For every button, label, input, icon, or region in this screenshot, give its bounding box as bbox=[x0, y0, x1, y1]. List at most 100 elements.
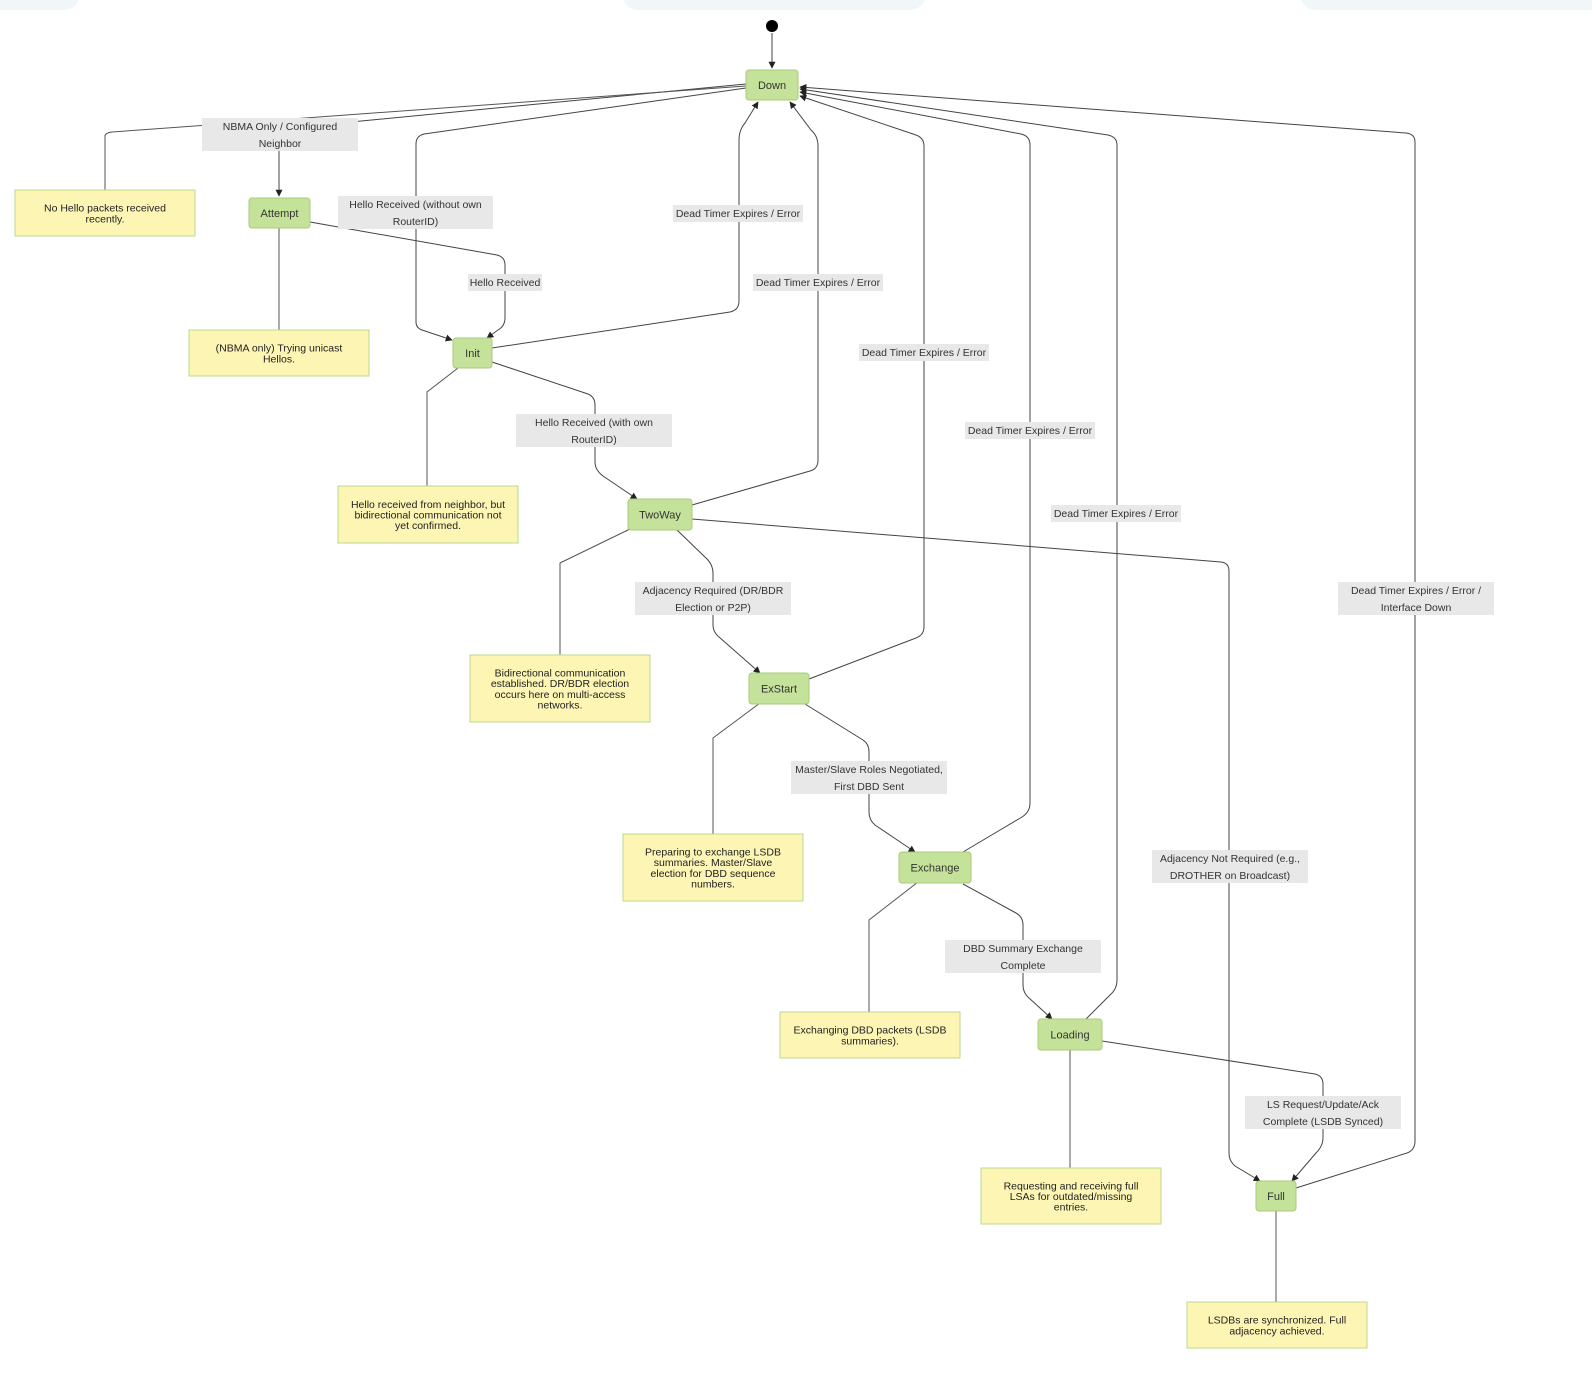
transition-label-text: DBD Summary Exchange bbox=[963, 943, 1083, 955]
transition-label-text: Complete bbox=[1001, 960, 1046, 972]
transition-label-exchange-to-down: Dead Timer Expires / Error bbox=[965, 422, 1095, 439]
state-label: Init bbox=[465, 348, 480, 360]
transition-label-twoway-to-down: Dead Timer Expires / Error bbox=[753, 274, 883, 291]
transition-label-attempt-to-init: Hello Received bbox=[468, 274, 542, 291]
transition-label-text: Complete (LSDB Synced) bbox=[1263, 1116, 1383, 1128]
transition-label-text: Neighbor bbox=[259, 138, 302, 150]
transition-exchange-to-down bbox=[799, 89, 1031, 853]
transition-label-text: DROTHER on Broadcast) bbox=[1170, 870, 1290, 882]
transition-label-box bbox=[673, 205, 803, 222]
transition-label-text: Election or P2P) bbox=[675, 602, 751, 614]
transition-label-box bbox=[1051, 505, 1181, 522]
state-twoway[interactable]: TwoWay bbox=[627, 498, 693, 531]
note-text: Hello received from neighbor, but bbox=[351, 499, 505, 511]
transition-label-text: NBMA Only / Configured bbox=[223, 121, 338, 133]
state-label: Exchange bbox=[911, 862, 960, 874]
state-full[interactable]: Full bbox=[1255, 1180, 1297, 1212]
transition-label-box bbox=[945, 940, 1101, 973]
transition-label-text: Hello Received bbox=[470, 277, 541, 289]
transition-label-init-to-down: Dead Timer Expires / Error bbox=[673, 205, 803, 222]
note-text: Exchanging DBD packets (LSDB bbox=[794, 1025, 947, 1037]
note-box bbox=[779, 1011, 961, 1059]
note-box bbox=[14, 189, 196, 237]
note-box bbox=[469, 654, 651, 723]
note-text: LSDBs are synchronized. Full bbox=[1208, 1315, 1346, 1327]
note-text: recently. bbox=[86, 213, 125, 225]
initial-state-dot bbox=[766, 20, 778, 32]
note-text: bidirectional communication not bbox=[354, 510, 501, 522]
note-text: No Hello packets received bbox=[44, 203, 166, 215]
note-text: networks. bbox=[538, 700, 583, 712]
transition-full-to-down bbox=[799, 83, 1416, 1189]
note-text: summaries). bbox=[841, 1035, 899, 1047]
note-text: summaries. Master/Slave bbox=[654, 857, 773, 869]
note-text: Requesting and receiving full bbox=[1004, 1180, 1139, 1192]
note-text: numbers. bbox=[691, 879, 735, 891]
transition-label-box bbox=[516, 414, 672, 447]
transition-label-text: Hello Received (without own bbox=[349, 199, 482, 211]
state-down[interactable]: Down bbox=[745, 69, 799, 101]
state-label: Loading bbox=[1050, 1029, 1089, 1041]
note-text: adjacency achieved. bbox=[1229, 1325, 1324, 1337]
state-box bbox=[898, 851, 972, 884]
transition-label-box bbox=[859, 344, 989, 361]
note-text: election for DBD sequence bbox=[651, 868, 776, 880]
note-text: LSAs for outdated/missing bbox=[1010, 1191, 1133, 1203]
state-box bbox=[452, 337, 493, 369]
note-text: Bidirectional communication bbox=[495, 667, 626, 679]
state-box bbox=[248, 197, 311, 229]
note-text: occurs here on multi-access bbox=[495, 689, 626, 701]
state-loading[interactable]: Loading bbox=[1037, 1018, 1103, 1051]
note-text: entries. bbox=[1054, 1202, 1088, 1214]
state-label: Down bbox=[758, 80, 786, 92]
note-text: (NBMA only) Trying unicast bbox=[216, 343, 343, 355]
transition-label-box bbox=[202, 118, 358, 151]
transition-label-box bbox=[1338, 582, 1494, 615]
note-text: established. DR/BDR election bbox=[491, 678, 629, 690]
transition-attempt-to-init bbox=[309, 221, 506, 339]
transition-label-box bbox=[1245, 1096, 1401, 1129]
note-box bbox=[622, 833, 804, 902]
note-box bbox=[980, 1167, 1162, 1225]
note-text: Preparing to exchange LSDB bbox=[645, 846, 781, 858]
transition-label-twoway-to-full: Adjacency Not Required (e.g., DROTHER on … bbox=[1152, 850, 1308, 883]
state-box bbox=[1037, 1018, 1103, 1051]
top-tab-left bbox=[0, 0, 80, 10]
note-connector bbox=[868, 881, 919, 1012]
transition-twoway-to-down bbox=[691, 101, 819, 506]
transition-label-box bbox=[468, 274, 542, 291]
transition-label-text: Hello Received (with own bbox=[535, 417, 653, 429]
transition-label-box bbox=[635, 582, 791, 615]
state-init[interactable]: Init bbox=[452, 337, 493, 369]
state-exchange[interactable]: Exchange bbox=[898, 851, 972, 884]
transition-label-loading-to-down: Dead Timer Expires / Error bbox=[1051, 505, 1181, 522]
transition-label-text: RouterID) bbox=[393, 216, 439, 228]
note-connector bbox=[712, 702, 761, 834]
state-exstart[interactable]: ExStart bbox=[748, 672, 810, 705]
state-attempt[interactable]: Attempt bbox=[248, 197, 311, 229]
transition-label-text: Dead Timer Expires / Error / bbox=[1351, 585, 1481, 597]
state-label: Attempt bbox=[261, 208, 299, 220]
transition-label-text: Dead Timer Expires / Error bbox=[676, 208, 801, 220]
transition-label-text: Adjacency Not Required (e.g., bbox=[1160, 853, 1300, 865]
note-connector bbox=[426, 367, 459, 486]
transition-down-to-init bbox=[415, 87, 747, 342]
transition-label-text: RouterID) bbox=[571, 434, 617, 446]
transition-label-text: Dead Timer Expires / Error bbox=[1054, 508, 1179, 520]
transition-label-text: Adjacency Required (DR/BDR bbox=[643, 585, 784, 597]
transition-label-text: Interface Down bbox=[1381, 602, 1452, 614]
transition-label-twoway-to-exstart: Adjacency Required (DR/BDR Election or P2… bbox=[635, 582, 791, 615]
transition-label-box bbox=[753, 274, 883, 291]
note-twoway: Bidirectional communicationestablished. … bbox=[469, 654, 651, 723]
transition-label-text: Master/Slave Roles Negotiated, bbox=[795, 764, 943, 776]
note-box bbox=[188, 329, 370, 377]
note-text: Hellos. bbox=[263, 353, 295, 365]
